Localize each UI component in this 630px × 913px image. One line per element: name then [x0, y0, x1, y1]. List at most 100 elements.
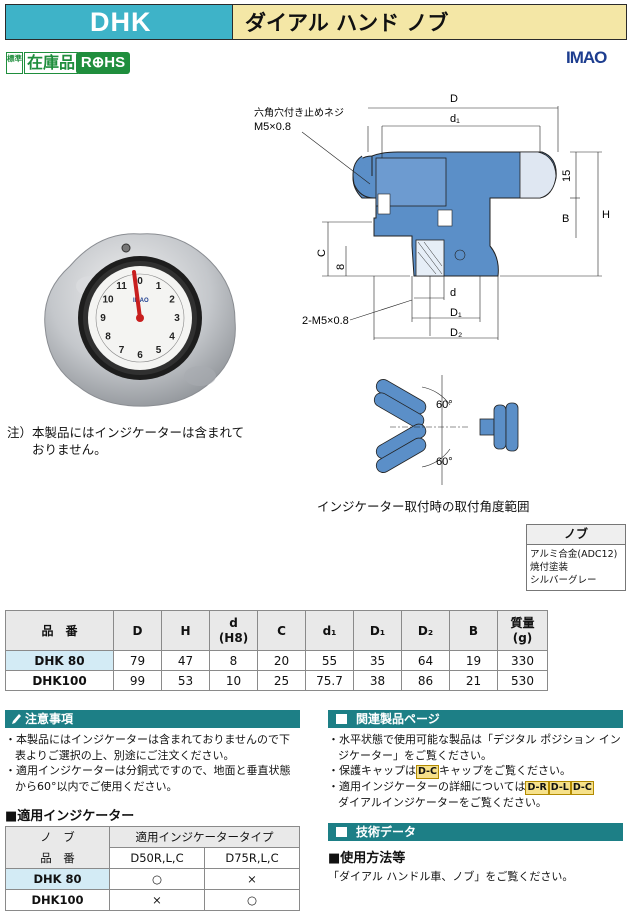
in-stock-badge: 在庫品 [24, 52, 79, 74]
related-line: ・水平状態で使用可能な製品は「デジタル ポジション インジケーター」をご覧くださ… [328, 733, 621, 762]
dim-15: 15 [561, 170, 573, 182]
cell: 20 [257, 650, 306, 671]
cell: 47 [161, 650, 210, 671]
cell: × [109, 889, 205, 911]
text: ・保護キャップは [328, 764, 416, 777]
title-bar: DHK ダイアル ハンド ノブ [5, 4, 627, 40]
material-line: シルバーグレー [530, 575, 597, 586]
col-d50: D50R,L,C [109, 847, 205, 869]
col-D2: D₂ [401, 610, 450, 651]
brand-logo: IMAO [566, 48, 607, 67]
tech-title: 技術データ [356, 825, 417, 839]
col-part-no: 品 番 [5, 610, 114, 651]
link-tag-dr[interactable]: D-R [525, 781, 549, 795]
col-knob: ノ ブ [5, 826, 110, 848]
dim-D: D [450, 93, 458, 105]
tech-text: 「ダイアル ハンドル車、ノブ」をご覧ください。 [328, 870, 574, 883]
table-row: DHK 80 ○ × [5, 868, 300, 890]
caution-line: ・適用インジケーターは分銅式ですので、地面と垂直状態から60°以内でご使用くださ… [5, 764, 291, 793]
cell: 35 [353, 650, 402, 671]
col-mass: 質量 (g) [497, 610, 548, 651]
cell-part: DHK100 [5, 670, 114, 691]
gauge-number: 11 [116, 281, 127, 292]
cell: 79 [113, 650, 162, 671]
col-d: d (H8) [209, 610, 258, 651]
cell: 38 [353, 670, 402, 691]
cell-part: DHK100 [5, 889, 110, 911]
link-tag-dl[interactable]: D-L [548, 781, 571, 795]
table-row: DHK 80 79 47 8 20 55 35 64 19 330 [5, 650, 548, 671]
dim-D1: D₁ [450, 307, 462, 319]
cell: 21 [449, 670, 498, 691]
square-icon [336, 827, 347, 837]
caution-header: 注意事項 [5, 710, 300, 728]
cell: 64 [401, 650, 450, 671]
cell: × [204, 868, 300, 890]
link-tag-dc[interactable]: D-C [416, 765, 439, 779]
table-row: DHK100 × ○ [5, 889, 300, 911]
col-H: H [161, 610, 210, 651]
product-name: ダイアル ハンド ノブ [232, 5, 626, 39]
gauge-number: 10 [102, 295, 114, 306]
col-part: 品 番 [5, 847, 110, 869]
note-line: おりません。 [7, 442, 107, 457]
material-box: ノブ アルミ合金(ADC12) 焼付塗装 シルバーグレー [526, 524, 626, 591]
dim-H: H [602, 209, 610, 221]
cell: 8 [209, 650, 258, 671]
related-section: 関連製品ページ ・水平状態で使用可能な製品は「デジタル ポジション インジケータ… [328, 710, 623, 811]
cell: 86 [401, 670, 450, 691]
dim-C: C [316, 249, 328, 257]
material-line: アルミ合金(ADC12) [530, 549, 618, 560]
tech-header: 技術データ [328, 823, 623, 841]
dim-d1: d₁ [450, 113, 460, 125]
col-d75: D75R,L,C [204, 847, 300, 869]
gauge-number: 1 [156, 281, 162, 292]
gauge-number: 3 [174, 313, 180, 324]
gauge-number: 8 [105, 332, 111, 343]
label-setscrew: 六角穴付き止めネジ [254, 106, 344, 119]
cell: 99 [113, 670, 162, 691]
cell: 330 [497, 650, 548, 671]
label-tap: 2-M5×0.8 [302, 315, 349, 327]
cell-part: DHK 80 [5, 868, 110, 890]
table-row: DHK100 99 53 10 25 75.7 38 86 21 530 [5, 670, 548, 691]
angle-caption: インジケーター取付時の取付角度範囲 [317, 499, 530, 514]
angle-bottom: 60° [436, 456, 453, 468]
angle-top: 60° [436, 399, 453, 411]
note-line: 注）本製品にはインジケーターは含まれて [7, 425, 245, 440]
pencil-icon [12, 714, 21, 724]
dim-D2: D₂ [450, 327, 462, 339]
cell: ○ [109, 868, 205, 890]
gauge-needle [132, 270, 142, 320]
technical-drawing: D d₁ 六角穴付き止めネジ M5×0.8 15 B H C 8 d D₁ D₂… [254, 93, 610, 340]
cell: 55 [305, 650, 354, 671]
label-setscrew-size: M5×0.8 [254, 121, 291, 133]
cell: 75.7 [305, 670, 354, 691]
caution-title: 注意事項 [25, 712, 74, 726]
col-indicator-type: 適用インジケータータイプ [109, 826, 300, 848]
link-tag-dc2[interactable]: D-C [570, 781, 594, 795]
angle-diagram: 60° 60° [373, 375, 519, 485]
dim-B: B [562, 213, 569, 225]
dim-d: d [450, 287, 456, 299]
spec-table: 品 番 D H d (H8) C d₁ D₁ D₂ B 質量 (g) DHK 8… [5, 610, 548, 691]
dim-8: 8 [335, 264, 347, 270]
knob-section [352, 151, 557, 277]
indicator-table: ノ ブ 適用インジケータータイプ 品 番 D50R,L,C D75R,L,C D… [5, 826, 300, 911]
caution-section: 注意事項 ・本製品にはインジケーターは含まれておりませんので下表よりご選択の上、… [5, 710, 300, 794]
caution-line: ・本製品にはインジケーターは含まれておりませんので下表よりご選択の上、別途にご注… [5, 733, 291, 762]
indicator-title: ■適用インジケーター [5, 809, 135, 824]
rohs-badge: R⊕HS [76, 52, 130, 74]
gauge-number: 4 [169, 332, 175, 343]
col-D: D [113, 610, 162, 651]
material-header: ノブ [527, 525, 625, 545]
square-icon [336, 714, 347, 724]
cell: 10 [209, 670, 258, 691]
material-line: 焼付塗装 [530, 562, 569, 573]
gauge-number: 5 [156, 345, 162, 356]
note-indicator-not-included: 注）本製品にはインジケーターは含まれて おりません。 [7, 424, 244, 458]
cell: 530 [497, 670, 548, 691]
cell-part: DHK 80 [5, 650, 114, 671]
